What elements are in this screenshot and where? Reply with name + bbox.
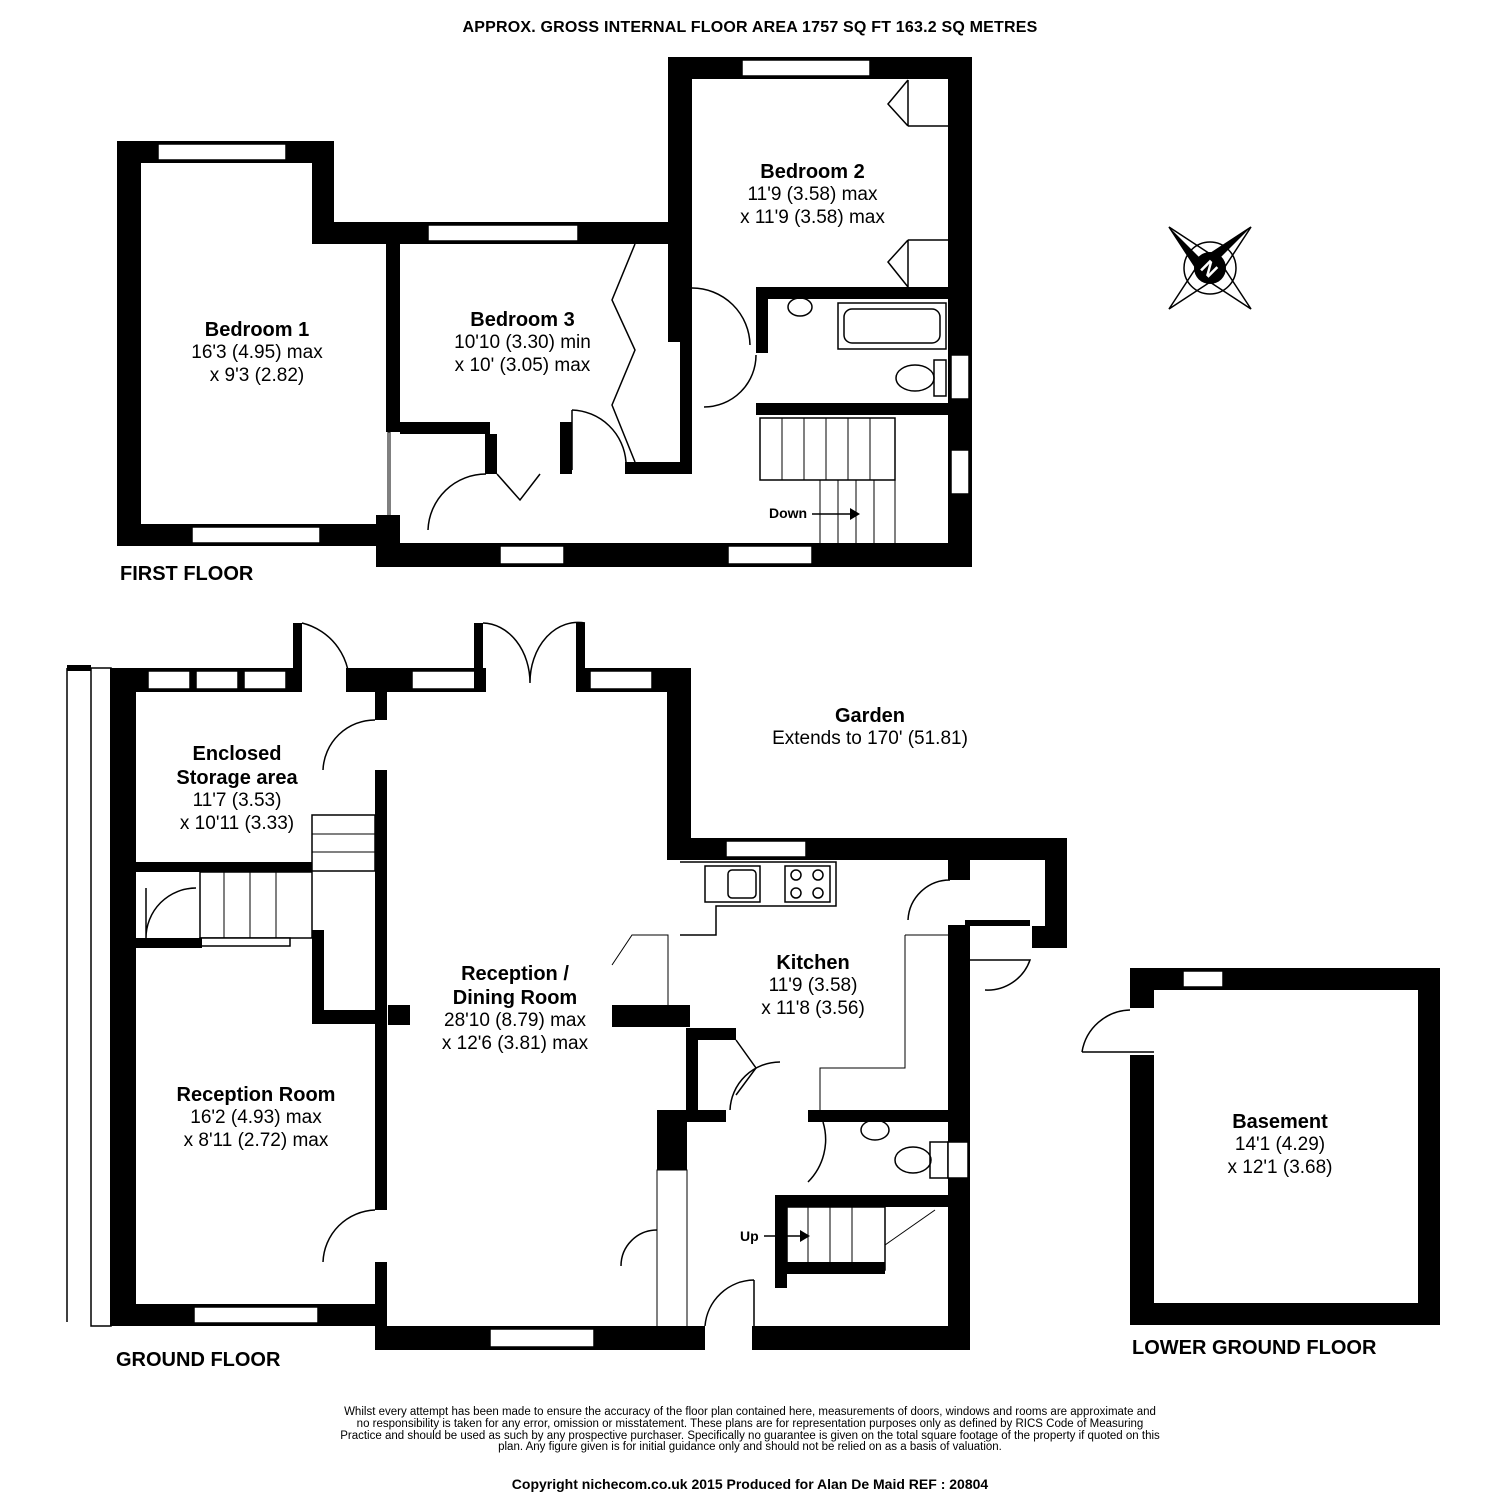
room-label-basement: Basement 14'1 (4.29) x 12'1 (3.68) xyxy=(1180,1110,1380,1180)
room-label-enclosed-storage: Enclosed Storage area 11'7 (3.53) x 10'1… xyxy=(132,742,342,836)
room-dimension: 16'2 (4.93) max xyxy=(190,1107,322,1128)
room-dimension: x 12'1 (3.68) xyxy=(1227,1156,1333,1178)
room-label-bedroom-3: Bedroom 3 10'10 (3.30) min x 10' (3.05) … xyxy=(410,308,635,378)
room-name: Dining Room xyxy=(452,987,578,1009)
room-label-bedroom-1: Bedroom 1 16'3 (4.95) max x 9'3 (2.82) xyxy=(142,318,372,388)
copyright-text: Copyright nichecom.co.uk 2015 Produced f… xyxy=(511,1476,989,1492)
room-label-reception-dining: Reception / Dining Room 28'10 (8.79) max… xyxy=(400,962,630,1056)
room-dimension: 14'1 (4.29) xyxy=(1234,1134,1326,1155)
room-label-reception-room: Reception Room 16'2 (4.93) max x 8'11 (2… xyxy=(136,1083,376,1153)
room-dimension: x 12'6 (3.81) max xyxy=(441,1032,589,1054)
garden-label: Garden Extends to 170' (51.81) xyxy=(730,704,1010,751)
disclaimer-text: Whilst every attempt has been made to en… xyxy=(340,1406,1160,1454)
room-dimension: 11'7 (3.53) xyxy=(192,790,282,811)
room-dimension: x 10'11 (3.33) xyxy=(179,812,295,834)
room-dimension: x 11'9 (3.58) max xyxy=(740,206,885,228)
first-floor-plan xyxy=(117,57,972,567)
room-dimension: 11'9 (3.58) max xyxy=(747,184,878,205)
room-dimension: 10'10 (3.30) min xyxy=(454,332,591,353)
floor-label-ground: GROUND FLOOR xyxy=(116,1349,281,1371)
room-dimension: x 8'11 (2.72) max xyxy=(183,1129,329,1151)
room-name: Storage area xyxy=(176,767,298,789)
room-name: Basement xyxy=(1232,1111,1328,1133)
room-name: Reception / xyxy=(461,963,569,985)
garden-name: Garden xyxy=(834,705,906,727)
room-name: Bedroom 2 xyxy=(760,161,865,183)
floor-label-lower-ground: LOWER GROUND FLOOR xyxy=(1132,1337,1377,1359)
room-label-bedroom-2: Bedroom 2 11'9 (3.58) max x 11'9 (3.58) … xyxy=(700,160,925,230)
floor-area-title: APPROX. GROSS INTERNAL FLOOR AREA 1757 S… xyxy=(462,19,1038,36)
stairs-up-label: Up xyxy=(740,1228,759,1244)
room-name: Reception Room xyxy=(176,1084,336,1106)
room-label-kitchen: Kitchen 11'9 (3.58) x 11'8 (3.56) xyxy=(718,951,908,1021)
lower-ground-floor-plan xyxy=(1081,968,1440,1325)
floor-label-first: FIRST FLOOR xyxy=(120,563,254,585)
ground-floor-plan xyxy=(66,621,1067,1350)
room-dimension: x 10' (3.05) max xyxy=(454,354,591,376)
room-dimension: x 9'3 (2.82) xyxy=(209,364,305,386)
room-dimension: 11'9 (3.58) xyxy=(768,975,858,996)
room-dimension: 16'3 (4.95) max xyxy=(191,342,323,363)
room-name: Kitchen xyxy=(776,952,850,974)
room-name: Enclosed xyxy=(192,743,282,765)
room-dimension: 28'10 (8.79) max xyxy=(444,1010,586,1031)
stairs-down-label: Down xyxy=(769,505,808,521)
room-dimension: x 11'8 (3.56) xyxy=(761,997,865,1019)
compass-icon xyxy=(1168,226,1252,310)
garden-detail: Extends to 170' (51.81) xyxy=(772,728,968,749)
room-name: Bedroom 1 xyxy=(204,319,310,341)
room-name: Bedroom 3 xyxy=(470,309,575,331)
